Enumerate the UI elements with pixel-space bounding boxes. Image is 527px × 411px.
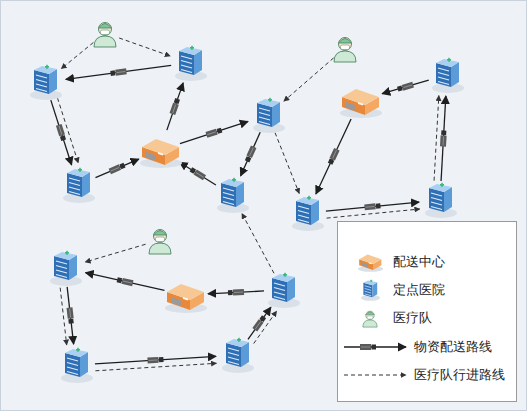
supply-route	[241, 132, 261, 176]
medical-team-route	[275, 133, 299, 194]
truck-icon	[244, 146, 256, 163]
supply-route	[95, 356, 216, 364]
medical-team-route	[434, 96, 439, 181]
truck-icon	[228, 289, 244, 296]
truck-icon	[364, 203, 381, 211]
legend-label: 物资配送路线	[414, 338, 492, 356]
distribution-center-icon	[165, 284, 207, 313]
medical-team-icon	[363, 311, 377, 327]
hospital-icon	[61, 348, 93, 383]
legend-row: 医疗队	[338, 306, 516, 330]
hospital-icon	[425, 183, 457, 218]
supply-route	[180, 121, 248, 143]
hospital-icon	[432, 58, 464, 93]
hospital-icon	[63, 168, 95, 203]
medical-team-route	[95, 363, 216, 371]
legend-row: 配送中心	[338, 250, 516, 274]
medical-team-route	[242, 214, 274, 274]
truck-icon	[56, 124, 67, 141]
legend-label: 配送中心	[393, 253, 445, 271]
truck-icon	[397, 82, 414, 92]
medical-team-route	[57, 98, 78, 163]
medical-team-icon	[94, 23, 116, 48]
truck-icon	[440, 130, 447, 146]
truck-icon	[205, 127, 222, 138]
legend-box: 配送中心定点医院医疗队物资配送路线医疗队行进路线	[337, 221, 517, 402]
medical-team-route	[119, 38, 170, 56]
truck-icon	[252, 315, 266, 332]
hospital-icon	[30, 65, 62, 100]
truck-icon	[327, 148, 339, 165]
distribution-center-icon	[140, 139, 182, 168]
supply-route	[316, 119, 351, 194]
medical-team-route	[85, 244, 145, 262]
truck-icon	[170, 98, 181, 115]
legend-label: 定点医院	[393, 281, 445, 299]
supply-route	[85, 273, 164, 291]
supply-route	[67, 287, 73, 344]
medical-team-icon	[149, 230, 171, 255]
legend-row: 医疗队行进路线	[338, 363, 516, 387]
truck-icon	[147, 357, 163, 364]
hospital-icon	[361, 280, 380, 301]
truck-icon	[110, 68, 127, 76]
legend-label: 医疗队	[393, 309, 432, 327]
truck-icon	[189, 167, 206, 181]
legend-row: 物资配送路线	[338, 335, 516, 359]
hospital-icon	[268, 273, 300, 308]
hospital-icon	[217, 178, 249, 213]
supply-route	[180, 162, 216, 185]
medical-team-route	[327, 209, 420, 218]
medical-team-route	[61, 42, 93, 68]
truck-icon	[109, 162, 126, 174]
distribution-center-icon	[340, 89, 382, 118]
supply-route	[326, 202, 419, 211]
truck-icon	[117, 277, 134, 286]
medical-team-route	[284, 58, 334, 101]
medical-team-icon	[334, 38, 356, 63]
legend-sample	[338, 335, 414, 359]
hospital-icon	[50, 251, 82, 286]
hospital-icon	[292, 196, 324, 231]
truck-icon	[360, 344, 376, 350]
supply-route	[95, 159, 138, 178]
truck-icon	[67, 307, 75, 324]
medical-team-route	[60, 288, 66, 345]
hospital-icon	[222, 338, 254, 373]
hospital-icon	[253, 98, 285, 133]
supply-route	[167, 83, 183, 130]
distribution-center-icon	[358, 254, 383, 271]
hospital-icon	[175, 46, 207, 81]
legend-label: 医疗队行进路线	[414, 366, 505, 384]
supply-route	[382, 80, 429, 93]
legend-sample	[338, 363, 414, 387]
legend-row: 定点医院	[338, 278, 516, 302]
supply-route	[66, 65, 171, 79]
